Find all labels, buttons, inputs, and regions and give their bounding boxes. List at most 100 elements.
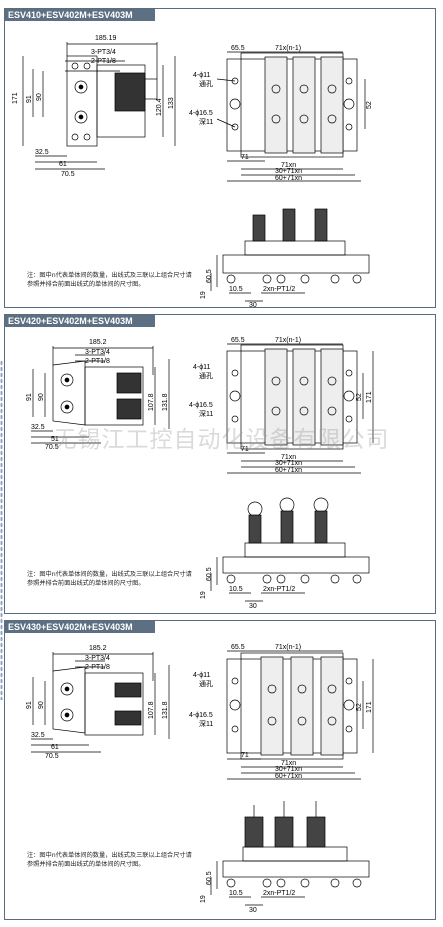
- left-dotted-border: [0, 360, 3, 700]
- dim-width: 185.2: [89, 645, 107, 652]
- dim-b2: 51: [51, 436, 59, 443]
- dim-h1: 171: [12, 92, 19, 104]
- drawing-esv430: 185.2 3-PT3/4 2-PT1/8 91 90 107.8 131.8 …: [26, 644, 374, 914]
- top-d2: 71x(n-1): [275, 45, 301, 52]
- front-port: 2xn-PT1/2: [263, 890, 295, 897]
- top-b4: 60+71xn: [275, 773, 302, 780]
- top-hole1: 4-ϕ11: [193, 364, 211, 371]
- front-port: 2xn-PT1/2: [263, 286, 295, 293]
- front-top-block: [244, 542, 346, 558]
- front-b1: 10.5: [229, 890, 243, 897]
- top-b1: 71: [241, 154, 249, 161]
- dim-port-a: 3-PT3/4: [85, 349, 110, 356]
- dim-port-a: 3-PT3/4: [85, 655, 110, 662]
- front-port: 2xn-PT1/2: [263, 586, 295, 593]
- dim-b1: 32.5: [35, 149, 49, 156]
- top-hole2: 4-ϕ16.5: [189, 712, 213, 719]
- dim-r2: 131.8: [162, 701, 169, 719]
- side-solenoid: [114, 682, 142, 698]
- side-body: [84, 366, 144, 426]
- dim-port-b: 2-PT1/8: [91, 58, 116, 65]
- top-hole2-sub: 深11: [199, 117, 213, 126]
- side-flange: [52, 666, 86, 734]
- panel-esv410: ESV410+ESV402M+ESV403M: [4, 8, 436, 309]
- dim-b3: 70.5: [45, 753, 59, 760]
- front-b2: 30: [249, 907, 257, 914]
- dim-h2: 91: [26, 393, 33, 401]
- panel-note: 注：图中n代表单体间的数量，出线式及三联以上组合尺寸请参照并排合前面出线式的单体…: [27, 852, 192, 868]
- dim-h2: 91: [26, 95, 33, 103]
- dim-r1: 107.8: [148, 393, 155, 411]
- top-b2: 71xn: [281, 760, 296, 767]
- top-d2: 71x(n-1): [275, 644, 301, 651]
- dim-h3: 90: [36, 93, 43, 101]
- top-manifold: [226, 58, 358, 152]
- front-base: [222, 254, 370, 274]
- front-h1: 60.5: [206, 269, 213, 283]
- drawing-esv410: 185.19 3-PT3/4 2-PT1/8 171 91 90 120.4 1…: [12, 35, 373, 309]
- top-manifold: [226, 350, 358, 444]
- drawing-esv420: 185.2 3-PT3/4 2-PT1/8 91 90 107.8 131.8 …: [26, 337, 374, 610]
- front-top-block: [242, 846, 348, 862]
- dim-port-b: 2-PT1/8: [85, 358, 110, 365]
- side-flange: [66, 55, 98, 147]
- top-b3: 30+71xn: [275, 168, 302, 175]
- top-b3: 30+71xn: [275, 766, 302, 773]
- top-hole1: 4-ϕ11: [193, 672, 211, 679]
- dim-b2: 61: [51, 744, 59, 751]
- side-body: [84, 672, 144, 736]
- top-hole1-sub: 通孔: [199, 679, 213, 688]
- dim-h3: 90: [38, 393, 45, 401]
- front-b2: 30: [249, 302, 257, 309]
- top-hole2-sub: 深11: [199, 409, 213, 418]
- panel-esv430: ESV430+ESV402M+ESV403M: [4, 620, 436, 920]
- front-h1: 60.5: [206, 871, 213, 885]
- dim-width: 185.19: [95, 35, 117, 42]
- top-d1: 65.5: [231, 644, 245, 651]
- top-d2: 71x(n-1): [275, 337, 301, 344]
- front-base: [222, 556, 370, 574]
- dim-r1: 107.8: [148, 701, 155, 719]
- dim-h3: 90: [38, 701, 45, 709]
- top-v1: 52: [356, 393, 363, 401]
- front-h2: 19: [200, 591, 207, 599]
- dim-b1: 32.5: [31, 732, 45, 739]
- dim-r2: 131.8: [162, 393, 169, 411]
- panel-note: 注：图中n代表单体间的数量，出线式及三联以上组合尺寸请参照并排合前面出线式的单体…: [27, 571, 192, 587]
- side-flange: [52, 360, 86, 426]
- panel-note: 注：图中n代表单体间的数量，出线式及三联以上组合尺寸请参照并排合前面出线式的单体…: [27, 272, 192, 288]
- top-hole1: 4-ϕ11: [193, 72, 211, 79]
- front-h2: 19: [200, 895, 207, 903]
- front-b1: 10.5: [229, 586, 243, 593]
- top-v1: 52: [356, 703, 363, 711]
- dim-width: 185.2: [89, 339, 107, 346]
- panel-title: ESV430+ESV402M+ESV403M: [5, 621, 155, 633]
- panel-title: ESV420+ESV402M+ESV403M: [5, 315, 155, 327]
- top-b1: 71: [241, 446, 249, 453]
- top-d1: 65.5: [231, 337, 245, 344]
- front-top-block: [244, 240, 346, 256]
- front-h1: 60.5: [206, 567, 213, 581]
- top-b4: 60+71xn: [275, 467, 302, 474]
- dim-r1: 120.4: [156, 98, 163, 116]
- dim-r2: 133: [168, 97, 175, 109]
- dim-port-a: 3-PT3/4: [91, 49, 116, 56]
- front-h2: 19: [200, 291, 207, 299]
- top-hole2: 4-ϕ16.5: [189, 110, 213, 117]
- front-b1: 10.5: [229, 286, 243, 293]
- dim-h2: 91: [26, 701, 33, 709]
- top-b1: 71: [241, 752, 249, 759]
- panel-title: ESV410+ESV402M+ESV403M: [5, 9, 155, 21]
- panel-esv420: ESV420+ESV402M+ESV403M: [4, 314, 436, 614]
- top-v1: 52: [366, 101, 373, 109]
- dim-b3: 70.5: [61, 171, 75, 178]
- top-hole1-sub: 通孔: [199, 79, 213, 88]
- top-b2: 71xn: [281, 454, 296, 461]
- top-b4: 60+71xn: [275, 175, 302, 182]
- dim-b3: 70.5: [45, 444, 59, 451]
- top-d1: 65.5: [231, 45, 245, 52]
- side-solenoid: [116, 372, 142, 394]
- side-solenoid: [114, 72, 146, 112]
- dim-b1: 32.5: [31, 424, 45, 431]
- top-hole1-sub: 通孔: [199, 371, 213, 380]
